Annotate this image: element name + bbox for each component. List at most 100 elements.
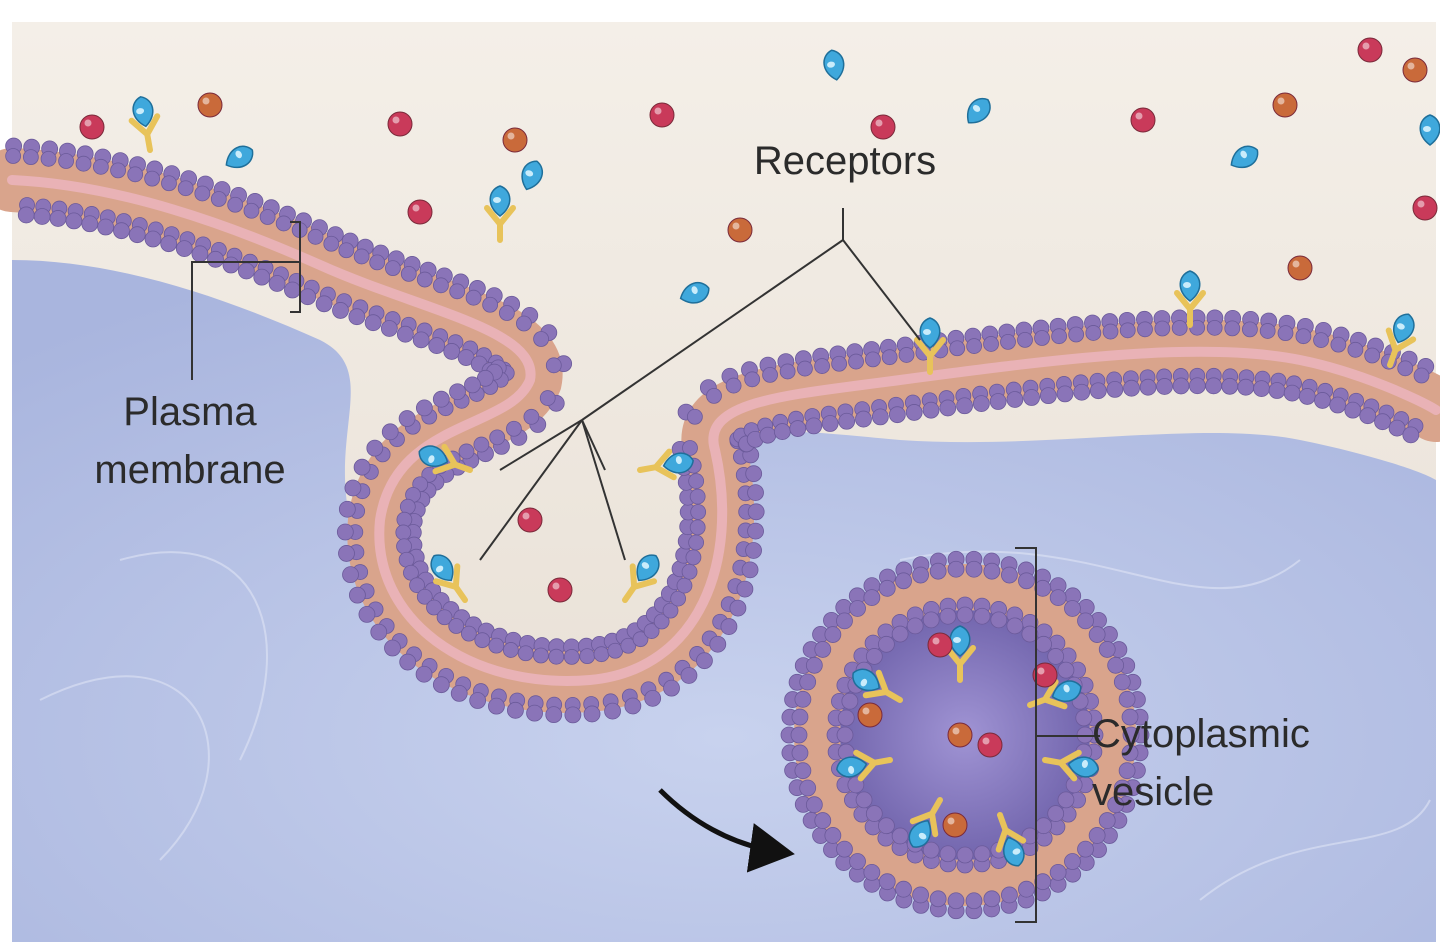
lipid-head — [160, 235, 178, 253]
lipid-head — [342, 566, 359, 584]
receptors-leader-fan-3 — [581, 419, 626, 561]
vesicle-lipid-head — [849, 853, 866, 870]
lipid-head — [1172, 377, 1190, 395]
y-shaped-receptor-icon — [1027, 678, 1082, 710]
teardrop-ligand-icon — [1393, 313, 1415, 344]
lipid-head — [369, 254, 386, 271]
lipid-head — [620, 637, 637, 654]
lipid-head — [409, 577, 425, 594]
lipid-head — [545, 357, 562, 374]
vesicle-lipid-head — [1006, 617, 1024, 635]
lipid-head — [1388, 419, 1406, 437]
lipid-head — [1106, 380, 1124, 398]
lipid-head — [564, 706, 582, 724]
lipid-head — [604, 702, 621, 720]
lipid-head — [1139, 378, 1157, 396]
lipid-head — [433, 277, 449, 294]
teardrop-ligand-icon — [908, 819, 932, 848]
vesicle-lipid-head — [891, 625, 909, 643]
lipid-head — [1344, 401, 1362, 419]
vesicle-lipid-head — [865, 805, 883, 822]
vesicle-lipid-head — [947, 892, 965, 910]
lipid-head — [358, 605, 376, 623]
lipid-head — [747, 484, 764, 502]
solute-particle — [547, 577, 573, 603]
vesicle-lipid-head — [794, 762, 812, 780]
lipid-head — [332, 302, 349, 319]
lipid-head — [680, 667, 698, 684]
lipid-head — [1298, 388, 1316, 405]
lipid-head — [353, 458, 371, 476]
lipid-head — [685, 549, 702, 566]
lipid-head — [81, 215, 99, 233]
lipid-head — [315, 295, 333, 313]
lipid-head — [243, 202, 260, 219]
lipid-head — [370, 623, 388, 641]
lipid-head — [736, 580, 754, 598]
vesicle-lipid-head — [790, 726, 808, 744]
lipid-head — [144, 230, 162, 248]
lipid-head — [210, 191, 227, 207]
vesicle-lipid-head — [1121, 708, 1139, 726]
vesicle-lipid-head — [863, 863, 881, 881]
lipid-head — [338, 545, 355, 562]
teardrop-ligand-icon — [1051, 680, 1082, 702]
lipid-head — [706, 387, 722, 404]
lipid-head — [709, 635, 727, 653]
lipid-head — [465, 289, 482, 306]
lipid-head — [1017, 332, 1033, 348]
vesicle-lipid-head — [824, 827, 842, 844]
lipid-head — [364, 314, 382, 332]
y-shaped-receptor-icon — [128, 96, 161, 153]
lipid-head — [814, 358, 830, 374]
vesicle-lipid-head — [983, 890, 1001, 908]
lipid-head — [507, 701, 524, 719]
lipid-head — [428, 337, 446, 354]
solute-particle — [977, 732, 1003, 758]
lipid-head — [268, 275, 286, 292]
solute-particle — [79, 114, 105, 140]
vesicle-lipid-head — [1088, 626, 1106, 643]
lipid-head — [662, 602, 679, 619]
lipid-head — [905, 404, 923, 421]
vesicle-lipid-head — [1064, 600, 1081, 617]
vesicle-lipid-head — [965, 892, 983, 910]
teardrop-ligand-icon — [430, 554, 454, 582]
lipid-head — [458, 443, 475, 460]
lipid-head — [644, 689, 662, 707]
teardrop-ligand-icon — [1230, 145, 1259, 169]
lipid-head — [1330, 336, 1347, 353]
teardrop-ligand-icon — [823, 49, 845, 81]
vesicle-lipid-head — [1034, 873, 1052, 891]
teardrop-ligand-icon — [1067, 756, 1099, 778]
teardrop-ligand-icon — [418, 445, 449, 467]
y-shaped-receptor-icon — [430, 554, 468, 603]
lipid-head — [688, 473, 705, 489]
lipid-head — [161, 175, 177, 192]
solute-particle — [407, 199, 433, 225]
lipid-head — [432, 676, 450, 694]
vesicle-lipid-head — [956, 846, 974, 864]
lipid-head — [398, 410, 416, 427]
lipid-head — [1347, 341, 1364, 358]
lipid-head — [469, 692, 487, 709]
lipid-head — [681, 563, 698, 580]
lipid-head — [579, 648, 596, 665]
lipid-head — [194, 185, 211, 202]
lipid-head — [436, 609, 453, 626]
lipid-head — [747, 503, 765, 521]
lipid-head — [474, 632, 491, 649]
lipid-head — [663, 679, 680, 697]
vesicle-lipid-head — [973, 607, 991, 625]
lipid-head — [237, 262, 255, 280]
vesicle-lipid-head — [1001, 566, 1018, 584]
lipid-head — [762, 366, 778, 383]
receptors-label: Receptors — [753, 139, 937, 183]
lipid-head — [797, 360, 813, 377]
lipid-head — [127, 166, 144, 183]
lipid-head — [1051, 328, 1068, 345]
lipid-head — [1119, 322, 1136, 339]
lipid-head — [449, 383, 466, 401]
teardrop-ligand-icon — [132, 96, 154, 128]
lipid-head — [284, 281, 301, 299]
